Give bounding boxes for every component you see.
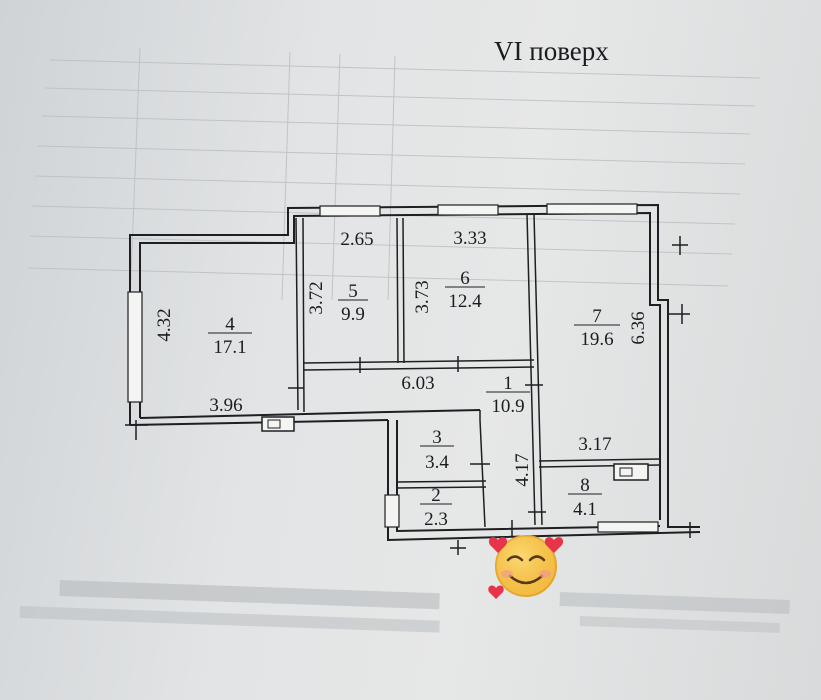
room-area: 4.1 [573, 499, 597, 520]
room-4: 4 17.1 [208, 314, 252, 358]
dim-3-17: 3.17 [578, 434, 611, 455]
room-number: 4 [225, 314, 235, 335]
room-number: 6 [460, 268, 470, 289]
room-5: 5 9.9 [338, 281, 368, 325]
room-number: 1 [503, 373, 513, 394]
room-number: 7 [592, 306, 602, 327]
dim-4-32: 4.32 [154, 308, 175, 341]
floor-title: VI поверх [494, 36, 609, 66]
dim-4-17: 4.17 [512, 453, 533, 486]
dim-6-36: 6.36 [628, 311, 649, 344]
room-number: 3 [432, 427, 442, 448]
room-6: 6 12.4 [445, 268, 485, 312]
room-area: 3.4 [425, 452, 449, 473]
tick-marks [125, 236, 691, 555]
dimension-labels: 4.32 3.96 2.65 3.72 3.33 3.73 6.36 6.03 … [154, 228, 649, 487]
dim-6-03: 6.03 [401, 373, 434, 394]
room-8: 8 4.1 [568, 475, 602, 520]
vent-shaft-right [613, 463, 649, 481]
dim-3-33: 3.33 [453, 228, 486, 249]
room-number: 8 [580, 475, 590, 496]
dim-3-73: 3.73 [412, 280, 433, 313]
room-7: 7 19.6 [574, 306, 620, 350]
window-room-6 [437, 204, 499, 216]
window-room-7 [546, 203, 638, 215]
room-area: 17.1 [213, 337, 246, 358]
fixtures [261, 416, 649, 481]
windows [127, 203, 659, 533]
room-3: 3 3.4 [420, 427, 454, 473]
window-room-5 [319, 205, 381, 217]
vent-grate-right [619, 467, 633, 477]
interior-walls [295, 213, 661, 528]
dim-2-65: 2.65 [340, 229, 373, 250]
window-room-8 [597, 521, 659, 533]
room-area: 19.6 [580, 329, 613, 350]
vent-shaft-left [261, 416, 295, 432]
window-left [127, 291, 143, 403]
room-1: 1 10.9 [486, 373, 530, 417]
vent-grate-left [267, 419, 281, 429]
room-2: 2 2.3 [420, 485, 452, 530]
room-area: 2.3 [424, 509, 448, 530]
show-through-text [19, 580, 790, 633]
dim-3-72: 3.72 [306, 281, 327, 314]
smiling-face-with-hearts-icon [488, 535, 564, 599]
room-number: 2 [431, 485, 441, 506]
room-area: 10.9 [491, 396, 524, 417]
room-area: 12.4 [448, 291, 482, 312]
dim-3-96: 3.96 [209, 395, 242, 416]
room-number: 5 [348, 281, 358, 302]
window-room-2 [384, 494, 400, 528]
room-area: 9.9 [341, 304, 365, 325]
